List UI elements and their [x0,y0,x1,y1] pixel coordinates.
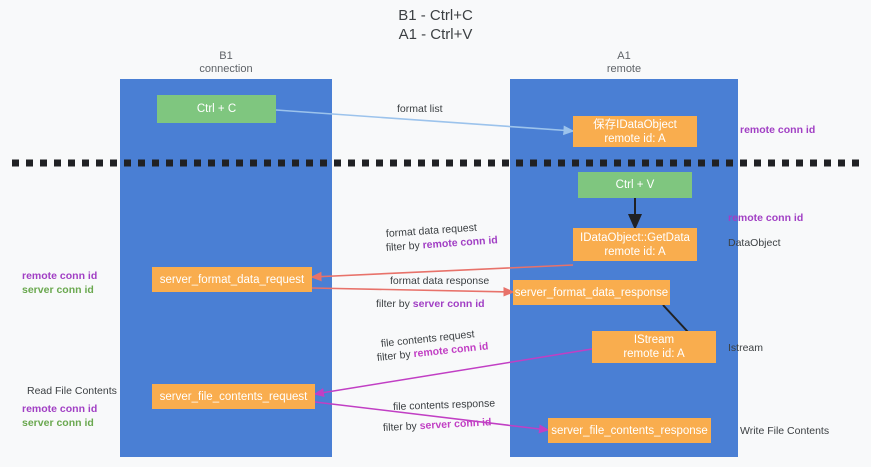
box-ctrl-v[interactable]: Ctrl + V [578,172,692,198]
box-server-file-contents-response-label: server_file_contents_response [551,424,708,437]
filter-value: server conn id [412,298,485,310]
box-istream[interactable]: IStream remote id: A [592,331,716,363]
annotation-istream: Istream [728,342,764,354]
box-server-format-data-request[interactable]: server_format_data_request [152,267,312,292]
edge-label-file-contents-response: file contents response [392,397,496,413]
annotation-remote-conn-id-mid: remote conn id [728,212,804,224]
box-server-format-data-request-label: server_format_data_request [159,273,305,286]
page-title: B1 - Ctrl+C A1 - Ctrl+V [398,7,473,43]
box-istream-line1: IStream [633,334,675,346]
filter-prefix: filter by [385,239,424,254]
edge-label-format-data-response-filter: filter by server conn id [376,298,485,311]
box-save-idataobject-line2: remote id: A [604,132,666,145]
filter-prefix: filter by [376,348,415,364]
box-save-idataobject-line1: 保存IDataObject [593,118,677,131]
box-idataobject-getdata-line2: remote id: A [604,245,666,258]
annotation-left-server-conn-id-mid: server conn id [22,284,94,296]
box-istream-line2: remote id: A [623,348,685,360]
box-idataobject-getdata[interactable]: IDataObject::GetData remote id: A [573,228,697,261]
annotation-dataobject: DataObject [728,237,781,249]
annotation-left-remote-conn-id-bottom: remote conn id [22,403,98,415]
annotation-read-file-contents: Read File Contents [27,385,117,397]
edge-label-file-contents-response-filter: filter by server conn id [383,416,492,435]
edge-label-format-list: format list [397,103,443,115]
annotation-left-server-conn-id-bottom: server conn id [22,417,94,429]
box-server-file-contents-request[interactable]: server_file_contents_request [152,384,315,409]
box-server-format-data-response[interactable]: server_format_data_response [513,280,670,305]
box-idataobject-getdata-line1: IDataObject::GetData [580,231,690,244]
annotation-left-remote-conn-id-mid: remote conn id [22,270,98,282]
filter-value: server conn id [419,416,492,433]
box-ctrl-c[interactable]: Ctrl + C [157,95,276,123]
box-server-format-data-response-label: server_format_data_response [514,286,669,299]
box-server-file-contents-request-label: server_file_contents_request [159,390,308,403]
box-save-idataobject[interactable]: 保存IDataObject remote id: A [573,116,697,147]
annotation-write-file-contents: Write File Contents [740,425,830,437]
filter-prefix: filter by [376,298,413,310]
column-header-a1: A1 remote [606,50,642,75]
edge-label-format-data-response: format data response [390,275,490,287]
box-ctrl-v-label: Ctrl + V [615,179,655,191]
annotation-remote-conn-id-top: remote conn id [740,124,816,136]
filter-prefix: filter by [382,420,421,434]
column-header-b1: B1 connection [199,50,253,75]
box-server-file-contents-response[interactable]: server_file_contents_response [548,418,711,443]
box-ctrl-c-label: Ctrl + C [196,103,237,115]
